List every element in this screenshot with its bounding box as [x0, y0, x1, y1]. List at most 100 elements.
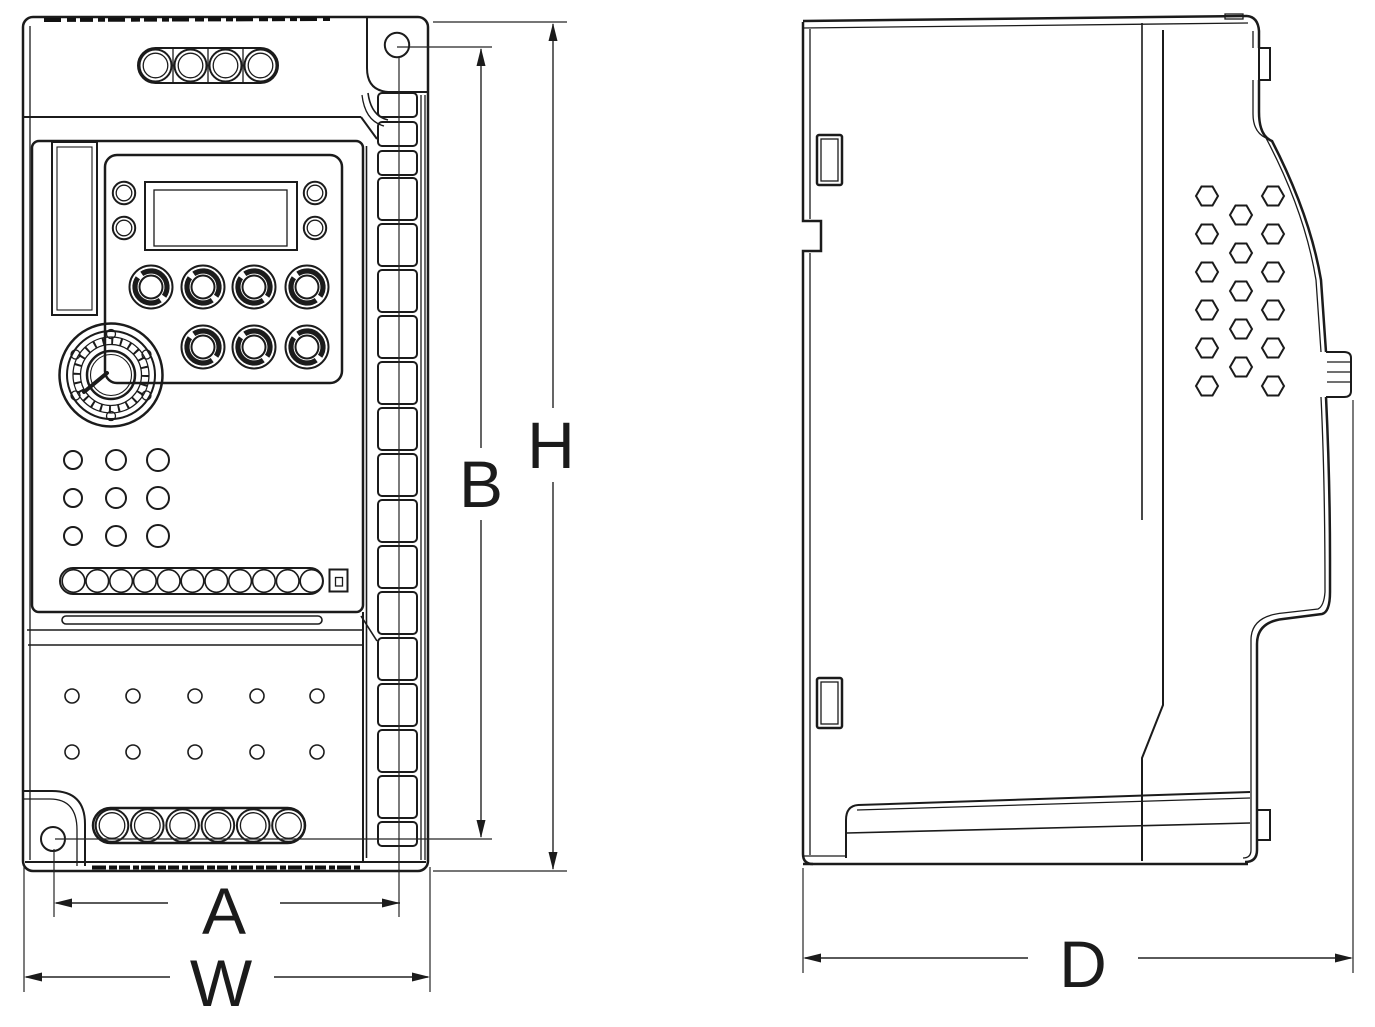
bottom-gland-cluster-part [98, 812, 302, 839]
potentiometer-dial-part [72, 336, 150, 414]
din-clip-slot-lower-part [820, 681, 839, 725]
side-front-profile [1244, 14, 1332, 864]
potentiometer-dial-part [58, 322, 164, 428]
mounting-tab-bottom-left-part [23, 798, 78, 866]
arrow-up-icon [476, 48, 486, 66]
keypad-led [111, 180, 137, 206]
mounting-hole-top-right [383, 31, 411, 59]
led-grid [63, 448, 170, 548]
vent-fin [377, 150, 418, 176]
vent-fin [377, 407, 418, 451]
bottom-gland-cluster-part-part [239, 812, 267, 839]
vent-slot-row-part-part [132, 568, 157, 594]
mounting-tab-top-right-part [367, 92, 389, 121]
top-gland-hole [138, 48, 173, 83]
potentiometer-dial-part [89, 353, 133, 397]
hex-vent-hole [1261, 375, 1285, 397]
dial-knob [85, 349, 137, 401]
hex-vent-hole [1195, 337, 1219, 359]
dial-screw [105, 328, 117, 340]
keypad-button [233, 266, 276, 309]
dial-screw [70, 349, 81, 360]
bottom-gland-cluster-part-part [94, 808, 130, 843]
dial-screw [70, 390, 81, 401]
keypad-led [111, 215, 137, 241]
terminal-wedge-part [856, 797, 1251, 811]
side-top-bump [1224, 13, 1244, 20]
mounting-tab-top-right [361, 17, 427, 127]
led-grid-part [63, 488, 83, 508]
arrow-up-icon [548, 23, 558, 41]
keypad-button [233, 326, 276, 369]
led-grid-part [146, 486, 170, 510]
arrow-left-icon [24, 972, 42, 982]
terminal-cover-clip [1326, 351, 1352, 398]
vent-fin [377, 775, 418, 819]
vent-fin [377, 223, 418, 267]
terminal-cover-clip-part [1326, 351, 1352, 398]
din-clip-slot-upper-part [820, 138, 839, 182]
top-gland-hole [173, 48, 208, 83]
arrow-left-icon [803, 953, 821, 963]
hex-vent-hole [1261, 261, 1285, 283]
arrow-right-icon [1335, 953, 1353, 963]
hex-vent-hole [1229, 204, 1253, 226]
vent-fin [377, 361, 418, 405]
dimension-label-d: D [1059, 927, 1107, 1001]
din-clip-slot-upper-part [815, 133, 844, 187]
side-view-part [802, 22, 1249, 29]
vent-fin [377, 637, 418, 681]
terminal-screw-holes-part [309, 744, 325, 760]
dimension-w: W [23, 867, 431, 1020]
side-back-edge [801, 22, 823, 866]
dimension-label-h: H [527, 408, 575, 482]
terminal-screw-holes-part [249, 688, 265, 704]
cover-bottom-slot [61, 615, 323, 625]
top-band-chamfer [360, 116, 378, 140]
keypad-panel [103, 153, 344, 385]
arrow-down-icon [476, 820, 486, 838]
housing-seam-lower [1141, 30, 1164, 861]
hex-vent-hole [1195, 375, 1219, 397]
hex-vent-hole [1229, 280, 1253, 302]
vent-slot-row-part-part [251, 568, 276, 594]
terminal-wedge-part [846, 822, 1251, 834]
hex-vent-pattern [1195, 185, 1285, 397]
vent-fin [377, 177, 418, 221]
hex-vent-hole [1195, 185, 1219, 207]
led-grid-part [105, 525, 127, 547]
vent-fin [377, 92, 418, 118]
bottom-gland-cluster-part [94, 808, 306, 843]
vent-slot-row-part-part [85, 568, 110, 594]
side-top-tab [1258, 47, 1271, 81]
bottom-gland-cluster-part-part [200, 808, 236, 843]
vent-fin [377, 453, 418, 497]
vent-fin [377, 821, 418, 847]
terminal-wedge [845, 791, 1271, 858]
dial-screw [105, 410, 117, 422]
led-grid-part [146, 524, 170, 548]
dial-screw [141, 349, 152, 360]
vent-slot-row-part [334, 576, 344, 587]
mounting-tab-bottom-left-part [23, 790, 86, 866]
vent-fin [377, 591, 418, 635]
dimension-label-w: W [190, 946, 253, 1020]
terminal-screw-holes-part [187, 688, 203, 704]
top-gland-cluster-part [177, 52, 204, 79]
vent-slot-row-part-part [204, 568, 229, 594]
vent-fin [377, 545, 418, 589]
side-view [801, 13, 1352, 866]
hex-vent-hole [1229, 242, 1253, 264]
vent-slot-row-part-part [156, 568, 181, 594]
keypad [103, 153, 344, 385]
dimension-annotations: H B A W [23, 21, 1354, 1020]
hex-vent-hole [1261, 299, 1285, 321]
keypad-button [182, 326, 225, 369]
mounting-tab-top-right-part [361, 94, 385, 127]
hex-vent-hole [1261, 337, 1285, 359]
top-gland-cluster-part [247, 52, 274, 79]
keypad-led [302, 215, 328, 241]
side-top-edge [802, 14, 1248, 23]
vent-slot-row-part-part [275, 568, 300, 594]
